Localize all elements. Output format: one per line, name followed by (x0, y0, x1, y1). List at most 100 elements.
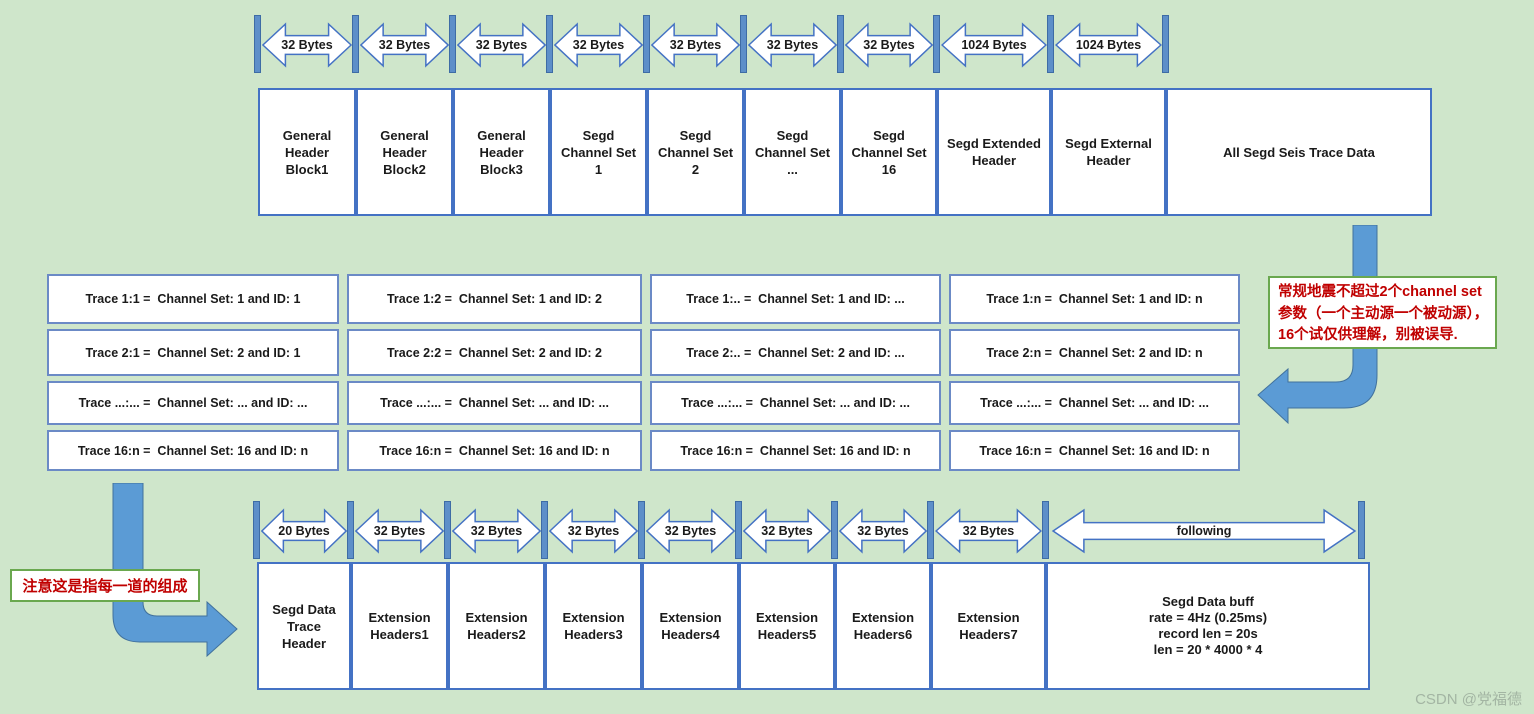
elbow-arrow-down-right-icon (112, 483, 238, 658)
boundary-bar (927, 501, 934, 559)
double-arrow-icon (261, 508, 347, 554)
trace-cell: Trace ...:... = Channel Set: ... and ID:… (650, 381, 941, 425)
trace-block: Segd Data Trace Header (257, 562, 351, 690)
boundary-bar (1047, 15, 1054, 73)
byte-size-label: 32 Bytes (475, 38, 528, 52)
header-block: Segd Channel Set 16 (841, 88, 937, 216)
boundary-bar (933, 15, 940, 73)
boundary-bar (638, 501, 645, 559)
trace-block-label: Extension Headers5 (755, 610, 819, 642)
boundary-bar (352, 15, 359, 73)
double-arrow-icon (452, 508, 541, 554)
header-block: Segd Channel Set 1 (550, 88, 647, 216)
byte-size-label: 32 Bytes (669, 38, 722, 52)
byte-arrow-segment: 32 Bytes (254, 14, 356, 76)
buff-line: rate = 4Hz (0.25ms) (1148, 610, 1268, 625)
byte-arrow-segment: 32 Bytes (831, 500, 931, 562)
boundary-bar (1358, 501, 1365, 559)
byte-size-label: 32 Bytes (567, 524, 620, 538)
trace-block-label: Segd Data Trace Header (272, 601, 336, 651)
trace-block-label: Extension Headers6 (851, 610, 915, 642)
trace-cell: Trace 16:n = Channel Set: 16 and ID: n (949, 430, 1240, 471)
double-arrow-icon (935, 508, 1042, 554)
trace-cell: Trace 1:2 = Channel Set: 1 and ID: 2 (347, 274, 642, 324)
byte-size-label: 32 Bytes (761, 524, 813, 538)
double-arrow-icon (355, 508, 444, 554)
note-line: 16个试仅供理解，别被误导. (1278, 327, 1458, 343)
double-arrow-icon (1055, 22, 1162, 68)
bottom-byte-arrow-row: 20 Bytes 32 Bytes 32 Bytes 32 Bytes 32 B… (253, 500, 1365, 562)
byte-arrow-segment: 1024 Bytes (1047, 14, 1166, 76)
byte-size-label: 32 Bytes (378, 38, 431, 52)
trace-cell: Trace 1:1 = Channel Set: 1 and ID: 1 (47, 274, 339, 324)
trace-cell: Trace 2:2 = Channel Set: 2 and ID: 2 (347, 329, 642, 376)
trace-cell: Trace ...:... = Channel Set: ... and ID:… (47, 381, 339, 425)
trace-cell: Trace ...:... = Channel Set: ... and ID:… (347, 381, 642, 425)
header-block: Segd External Header (1051, 88, 1166, 216)
double-arrow-icon (748, 22, 837, 68)
double-arrow-icon (839, 508, 927, 554)
byte-size-label: 32 Bytes (470, 524, 523, 538)
trace-block: Extension Headers6 (835, 562, 931, 690)
segd-data-buff-block: Segd Data buff rate = 4Hz (0.25ms) recor… (1046, 562, 1370, 690)
byte-arrow-segment: 32 Bytes (546, 14, 647, 76)
boundary-bar (253, 501, 260, 559)
header-block-label: General Header Block2 (380, 127, 429, 177)
byte-arrow-segment: 32 Bytes (444, 500, 545, 562)
boundary-bar (347, 501, 354, 559)
trace-cell: Trace 16:n = Channel Set: 16 and ID: n (650, 430, 941, 471)
byte-arrow-segment: 32 Bytes (541, 500, 642, 562)
byte-size-label: 32 Bytes (373, 524, 426, 538)
header-block: General Header Block2 (356, 88, 453, 216)
boundary-bar (444, 501, 451, 559)
trace-block: Extension Headers5 (739, 562, 835, 690)
double-arrow-icon (651, 22, 740, 68)
note-line: 参数（一个主动源一个被动源）， (1278, 305, 1489, 322)
double-arrow-icon (554, 22, 643, 68)
channel-set-note-callout: 常规地震不超过2个channel set 参数（一个主动源一个被动源）， 16个… (1268, 276, 1497, 349)
header-block-label: Segd Channel Set 1 (560, 127, 637, 177)
boundary-bar (254, 15, 261, 73)
trace-block-label: Extension Headers3 (562, 610, 625, 642)
trace-block-label: Extension Headers7 (957, 610, 1020, 642)
byte-size-label: following (1176, 524, 1232, 538)
byte-size-label: 1024 Bytes (961, 38, 1027, 52)
trace-cell: Trace 2:n = Channel Set: 2 and ID: n (949, 329, 1240, 376)
byte-arrow-segment: 32 Bytes (449, 14, 550, 76)
double-arrow-icon (743, 508, 831, 554)
byte-arrow-segment: 32 Bytes (927, 500, 1046, 562)
header-block-label: Segd Channel Set ... (754, 127, 831, 177)
trace-block: Extension Headers4 (642, 562, 739, 690)
per-trace-note-callout: 注意这是指每一道的组成 (10, 569, 200, 602)
trace-block: Extension Headers7 (931, 562, 1046, 690)
trace-block: Extension Headers3 (545, 562, 642, 690)
header-block-label: Segd Channel Set 16 (851, 127, 927, 177)
boundary-bar (831, 501, 838, 559)
boundary-bar (735, 501, 742, 559)
trace-cell: Trace 1:.. = Channel Set: 1 and ID: ... (650, 274, 941, 324)
trace-mapping-grid: Trace 1:1 = Channel Set: 1 and ID: 1 Tra… (47, 274, 1240, 471)
byte-arrow-segment: 20 Bytes (253, 500, 351, 562)
trace-block: Extension Headers2 (448, 562, 545, 690)
byte-size-label: 32 Bytes (766, 38, 819, 52)
header-block-label: Segd Channel Set 2 (657, 127, 734, 177)
double-arrow-icon (845, 22, 933, 68)
boundary-bar (541, 501, 548, 559)
byte-arrow-segment: 1024 Bytes (933, 14, 1051, 76)
boundary-bar (449, 15, 456, 73)
byte-size-label: 32 Bytes (863, 38, 915, 52)
trace-cell: Trace 2:1 = Channel Set: 2 and ID: 1 (47, 329, 339, 376)
header-block-label: All Segd Seis Trace Data (1223, 144, 1375, 160)
header-block-label: Segd External Header (1065, 136, 1152, 168)
buff-line: record len = 20s (1158, 626, 1258, 641)
trace-block-label: Extension Headers2 (465, 610, 528, 642)
elbow-arrow-down-left-icon (1257, 225, 1378, 425)
trace-cell: Trace 2:.. = Channel Set: 2 and ID: ... (650, 329, 941, 376)
trace-block-row: Segd Data Trace Header Extension Headers… (257, 562, 1370, 690)
boundary-bar (1042, 501, 1049, 559)
byte-arrow-segment: 32 Bytes (735, 500, 835, 562)
boundary-bar (837, 15, 844, 73)
header-block: Segd Extended Header (937, 88, 1051, 216)
buff-line: len = 20 * 4000 * 4 (1153, 642, 1263, 657)
byte-arrow-segment: 32 Bytes (837, 14, 937, 76)
